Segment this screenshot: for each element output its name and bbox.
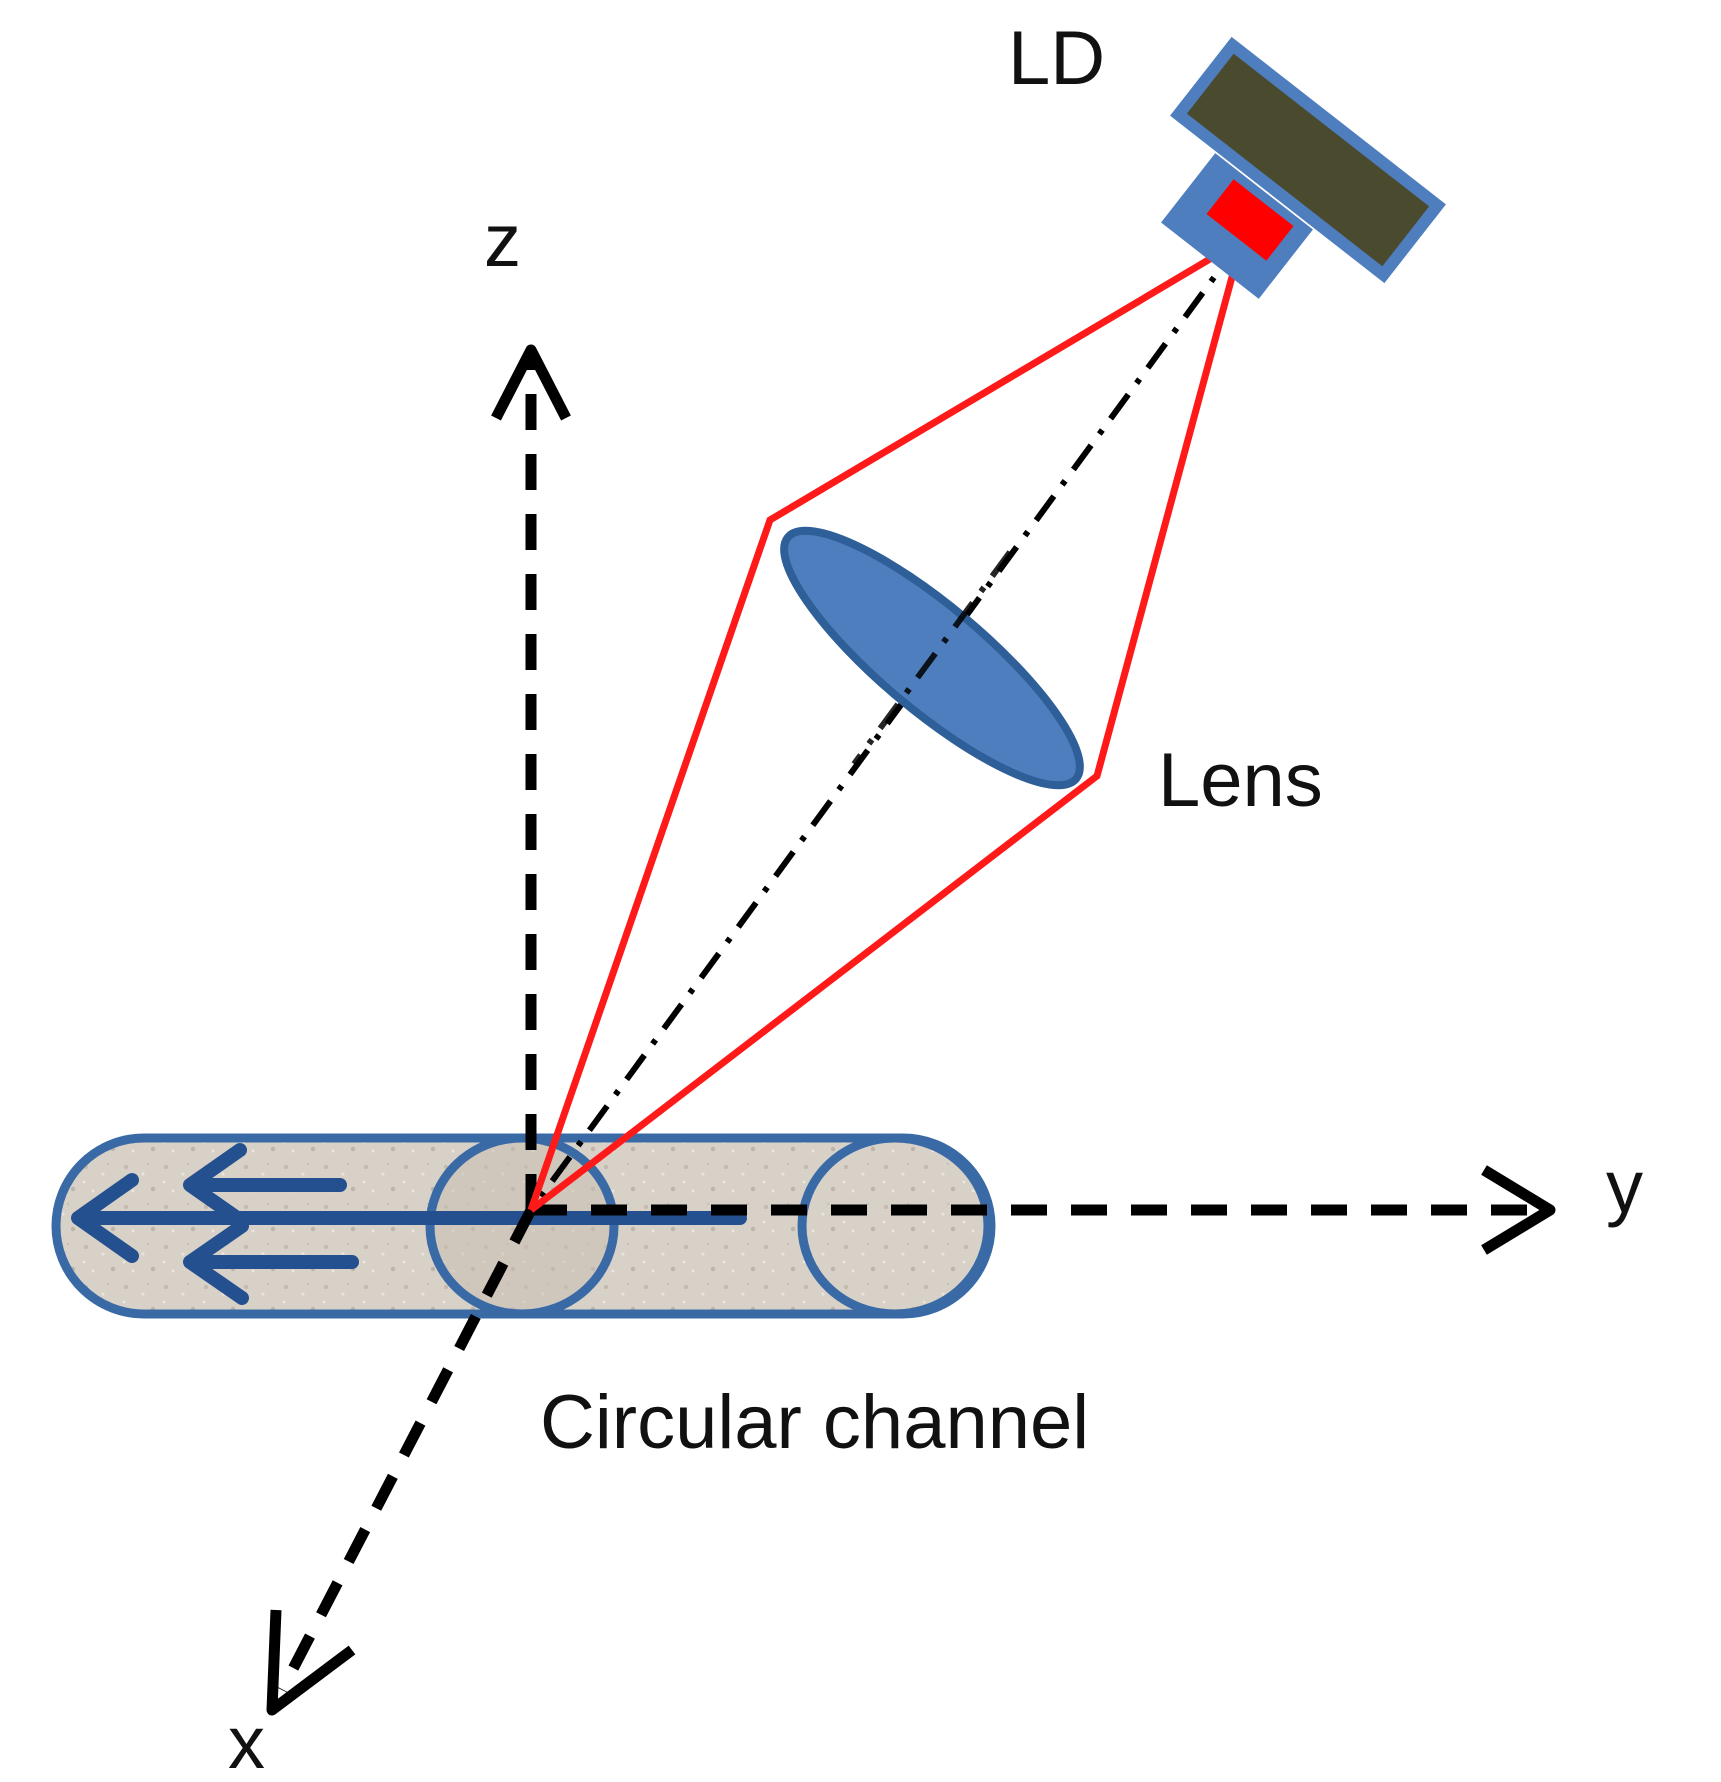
optical-axis xyxy=(528,240,1243,1212)
optical-axis-through-lens xyxy=(851,550,1013,766)
x-axis-arrowhead xyxy=(266,1609,356,1716)
arrow-left-icon xyxy=(183,1143,347,1227)
beam-lower-edge xyxy=(528,239,1246,1213)
ld-label: LD xyxy=(1008,16,1105,101)
laser-beam xyxy=(527,236,1246,1213)
channel-label: Circular channel xyxy=(540,1380,1089,1465)
lens-label: Lens xyxy=(1158,738,1323,823)
y-axis xyxy=(531,1165,1556,1255)
beam-upper-edge xyxy=(527,236,1244,1212)
ld-heat-sink xyxy=(1170,36,1446,284)
arrow-left-icon xyxy=(71,1173,747,1263)
z-axis xyxy=(491,344,571,1210)
z-axis-arrowhead xyxy=(491,344,571,421)
x-axis xyxy=(266,1207,536,1716)
y-axis-arrowhead xyxy=(1481,1165,1556,1255)
x-axis-label: x xyxy=(228,1701,265,1782)
channel-cross-section-right xyxy=(797,1133,993,1319)
z-axis-label: z xyxy=(484,199,521,282)
arrow-left-icon xyxy=(183,1219,359,1305)
laser-diode xyxy=(1161,36,1446,299)
coordinate-axes xyxy=(266,344,1556,1716)
ld-emitter xyxy=(1206,179,1294,261)
y-axis-label: y xyxy=(1606,1145,1643,1228)
flow-arrows xyxy=(71,1143,747,1305)
